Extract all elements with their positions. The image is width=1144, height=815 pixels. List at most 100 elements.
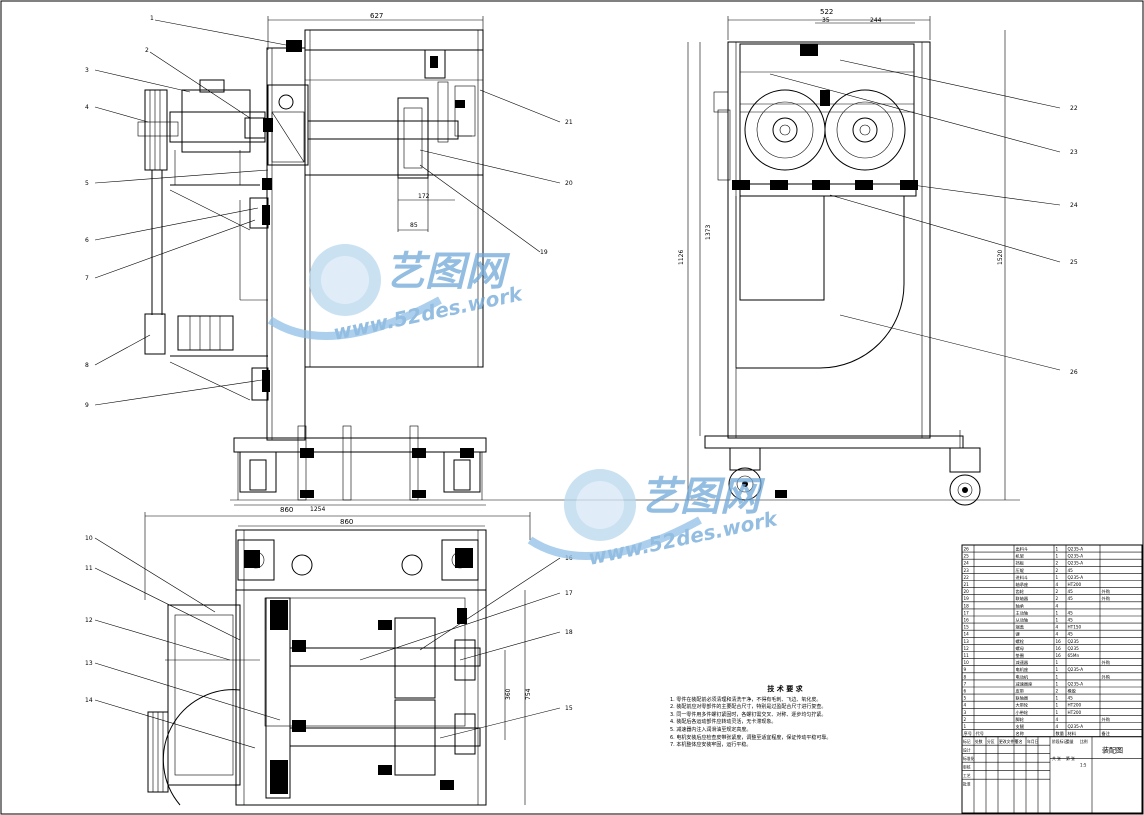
bom-cell-qty: 1	[1056, 618, 1059, 623]
part-label-7: 7	[85, 275, 89, 282]
bom-cell-qty: 16	[1056, 653, 1062, 658]
bom-cell-name: 电动机	[1016, 673, 1029, 680]
dim-side-height-right: 1520	[997, 250, 1004, 265]
part-label-24: 24	[1070, 202, 1078, 209]
drawing-scale: 1:5	[1080, 763, 1087, 768]
watermark-brand-2: 艺图网	[640, 474, 766, 520]
bom-cell-qty: 1	[1056, 703, 1059, 708]
bom-cell-qty: 1	[1056, 710, 1059, 715]
title-block-label: 共 张	[1052, 756, 1061, 761]
dim-front-width: 627	[370, 12, 383, 20]
bom-cell-no: 23	[964, 568, 970, 573]
bom-cell-mat: Q235-A	[1068, 681, 1084, 686]
bom-cell-no: 3	[964, 710, 967, 715]
bom-cell-no: 9	[964, 667, 967, 672]
large-pulley	[144, 89, 168, 171]
bom-cell-name: 轴承座	[1016, 581, 1029, 588]
dim-side-width: 522	[820, 8, 833, 16]
title-block-label: 设计	[963, 748, 971, 753]
bom-cell-qty: 2	[1056, 589, 1059, 594]
bom-cell-qty: 1	[1056, 674, 1059, 679]
title-block-label: 处数	[975, 739, 983, 744]
title-block-label: 第 张	[1066, 756, 1075, 761]
gearbox	[181, 89, 251, 153]
dim-top-inner: 360	[505, 688, 512, 700]
bom-cell-no: 19	[964, 596, 970, 601]
bom-cell-qty: 16	[1056, 646, 1062, 651]
bom-cell-name: 名称	[1016, 730, 1024, 737]
title-block-label: 分区	[987, 739, 995, 744]
top-gearbox	[167, 604, 241, 786]
watermark-brand-1: 艺图网	[385, 249, 511, 295]
bom-cell-mat: HT150	[1068, 625, 1082, 630]
bom-cell-note: 外购	[1102, 659, 1110, 666]
bom-cell-mat: HT200	[1068, 582, 1082, 587]
bom-cell-qty: 4	[1056, 625, 1059, 630]
bom-cell-mat: 45	[1068, 618, 1074, 623]
watermark-1: 艺图网 www.52des.work	[267, 244, 526, 345]
bom-cell-mat: Q235	[1068, 646, 1080, 651]
bom-cell-name: 脚轮	[1016, 716, 1025, 723]
bom-cell-name: 进料斗	[1016, 574, 1029, 581]
tech-item-5: 5. 减速器内注入润滑油至规定高度。	[670, 726, 752, 733]
caster-left	[728, 467, 762, 501]
bom-cell-name: 主动轴	[1016, 609, 1029, 616]
bom-cell-no: 1	[964, 724, 967, 729]
bom-cell-note: 备注	[1102, 730, 1111, 737]
bom-cell-no: 20	[964, 589, 970, 594]
bom-cell-mat: 45	[1068, 696, 1074, 701]
bom-cell-qty: 数量	[1056, 730, 1064, 737]
bom-cell-qty: 2	[1056, 596, 1059, 601]
watermark-2: 艺图网 www.52des.work	[527, 469, 781, 570]
bom-cell-no: 6	[964, 689, 967, 694]
bom-cell-code: 代号	[976, 730, 984, 737]
title-block-label: 阶段标记	[1052, 739, 1067, 744]
part-label-9: 9	[85, 402, 89, 409]
part-label-15: 15	[565, 705, 573, 712]
bom-cell-name: 从动轴	[1016, 617, 1029, 624]
bom-cell-qty: 4	[1056, 724, 1059, 729]
bom-cell-qty: 2	[1056, 568, 1059, 573]
bom-cell-no: 14	[964, 632, 970, 637]
bom-cell-no: 26	[964, 547, 970, 552]
bom-cell-mat: 45	[1068, 568, 1074, 573]
part-label-1: 1	[150, 15, 154, 22]
front-base	[233, 437, 487, 453]
tech-item-4: 4. 装配后各运动部件应转动灵活，无卡滞现象。	[670, 719, 777, 726]
bom-cell-mat: Q235-A	[1068, 554, 1084, 559]
bom-cell-name: 支腿	[1016, 723, 1025, 730]
bom-cell-mat: Q235-A	[1068, 575, 1084, 580]
bom-cell-no: 4	[964, 703, 967, 708]
part-label-10: 10	[85, 535, 93, 542]
bom-cell-no: 7	[964, 681, 967, 686]
part-label-14: 14	[85, 697, 93, 704]
tech-item-3: 3. 同一零件用多件螺钉紧固时，各螺钉需交叉、对称、逐步均匀拧紧。	[670, 711, 827, 718]
bom-cell-qty: 4	[1056, 632, 1059, 637]
part-label-26: 26	[1070, 369, 1078, 376]
bom-cell-name: 皮带	[1016, 688, 1024, 695]
bom-cell-name: 机架	[1016, 553, 1024, 560]
bom-cell-qty: 4	[1056, 717, 1059, 722]
part-label-8: 8	[85, 362, 89, 369]
bom-cell-mat: 65Mn	[1068, 653, 1080, 658]
bom-cell-name: 轴承	[1016, 602, 1025, 609]
bom-cell-name: 出料斗	[1016, 546, 1029, 553]
part-label-12: 12	[85, 617, 93, 624]
dim-base-width: 1254	[310, 506, 325, 513]
small-pulley	[144, 313, 166, 355]
title-block-label: 更改文件号	[999, 739, 1018, 744]
dim-top-height: 754	[525, 688, 532, 700]
tech-item-7: 7. 本机整体应安装牢固，运行平稳。	[670, 742, 752, 749]
bom-cell-name: 键	[1016, 631, 1021, 638]
part-label-6: 6	[85, 237, 89, 244]
tech-item-6: 6. 电机安装后应检查皮带张紧度，调整至适宜程度，保证传动平稳可靠。	[670, 734, 832, 741]
bom-cell-mat: 45	[1068, 589, 1074, 594]
bom-cell-qty: 1	[1056, 610, 1059, 615]
bom-cell-note: 外购	[1102, 595, 1110, 602]
side-view: 522 35 244	[678, 8, 1078, 506]
bom-cell-mat: Q235-A	[1068, 724, 1084, 729]
bom-cell-no: 5	[964, 696, 967, 701]
part-label-19: 19	[540, 249, 548, 256]
dim-side-height-mid: 1373	[705, 225, 712, 240]
